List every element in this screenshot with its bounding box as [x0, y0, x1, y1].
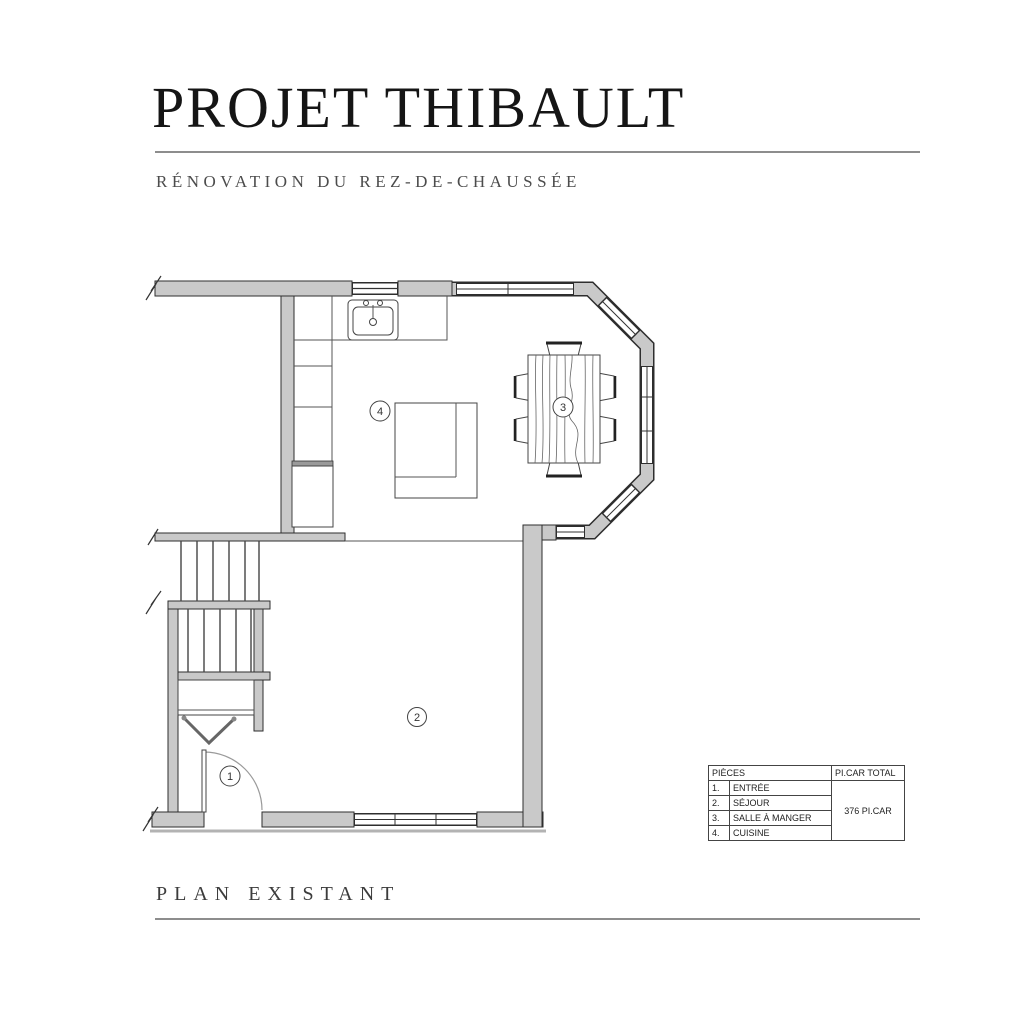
floor-plan: 1 2 3 4	[142, 275, 655, 833]
room-marker-circle-2	[407, 707, 427, 727]
kitchen-sink	[347, 299, 399, 341]
bifold-hinge-left	[181, 715, 187, 721]
wall-right	[522, 524, 543, 828]
title-divider	[155, 151, 920, 153]
legend-table: PIÈCES PI.CAR TOTAL 1. ENTRÉE 376 PI.CAR…	[708, 765, 905, 841]
footer-divider	[155, 918, 920, 920]
appliance-strip	[291, 460, 334, 467]
window-bay-se	[601, 483, 641, 523]
kitchen-island	[394, 402, 478, 499]
window-living	[354, 813, 477, 826]
faucet-handle-left	[363, 300, 369, 306]
stairs-lower-flight	[187, 609, 252, 672]
legend-row-1: 1. ENTRÉE 376 PI.CAR	[708, 780, 905, 841]
closet	[177, 679, 255, 746]
legend-header-row: PIÈCES PI.CAR TOTAL	[708, 765, 905, 781]
room-marker-2: 2	[414, 712, 420, 724]
room-marker-circle-3	[552, 396, 574, 418]
room-marker-circle-1	[219, 765, 241, 787]
window-bay-ne	[597, 296, 641, 340]
window-bay-top	[456, 282, 574, 296]
dining-set	[513, 341, 617, 478]
legend-total-value: 376 PI.CAR	[831, 780, 905, 841]
door-leaf	[201, 749, 207, 813]
room-markers: 1 2 3 4	[219, 396, 574, 787]
entry-door	[201, 749, 263, 813]
chair-bottom	[546, 461, 582, 476]
legend-row-label: SALLE À MANGER	[729, 810, 832, 826]
legend-row-4: 4. CUISINE	[708, 825, 905, 841]
wall-break-symbols	[142, 275, 162, 832]
legend-header-pieces: PIÈCES	[708, 765, 832, 781]
room-marker-3: 3	[560, 402, 566, 414]
legend-row-label: ENTRÉE	[729, 780, 832, 796]
kitchen-cabinet	[291, 465, 334, 528]
bifold-doors	[182, 716, 236, 746]
legend-header-total: PI.CAR TOTAL	[831, 765, 905, 781]
wall-bottom-left	[151, 811, 205, 828]
wall-bottom-mid	[261, 811, 355, 828]
wall-stair-top	[154, 532, 346, 542]
windows	[352, 282, 654, 826]
wall-top-mid	[397, 280, 453, 297]
page-title: PROJET THIBAULT	[152, 75, 686, 140]
legend-row-label: SÉJOUR	[729, 795, 832, 811]
page-subtitle: RÉNOVATION DU REZ-DE-CHAUSSÉE	[156, 172, 581, 191]
window-bay-right	[640, 366, 654, 464]
bifold-hinge-right	[231, 716, 237, 722]
legend-row-num: 2.	[708, 795, 730, 811]
chair-top	[546, 343, 582, 357]
room-marker-4: 4	[377, 406, 383, 418]
legend-row-num: 3.	[708, 810, 730, 826]
sink-drain	[369, 318, 377, 326]
kitchen-counter	[291, 296, 448, 528]
wall-stair-mid	[167, 600, 271, 610]
plan-caption: PLAN EXISTANT	[156, 883, 401, 905]
wall-top-left	[154, 280, 353, 297]
stairs-upper-flight	[180, 541, 260, 601]
legend-row-num: 1.	[708, 780, 730, 796]
room-marker-circle-4	[369, 400, 391, 422]
faucet-handle-right	[377, 300, 383, 306]
door-swing-arc	[203, 751, 263, 811]
stair-rail	[253, 608, 264, 681]
room-marker-1: 1	[227, 771, 233, 783]
wall-right-stub	[541, 524, 557, 541]
legend-row-num: 4.	[708, 825, 730, 841]
wall-closet-right	[253, 679, 264, 732]
wall-stair-bottom	[177, 671, 271, 681]
legend-row-label: CUISINE	[729, 825, 832, 841]
walls	[150, 280, 557, 833]
wall-left	[167, 608, 179, 828]
